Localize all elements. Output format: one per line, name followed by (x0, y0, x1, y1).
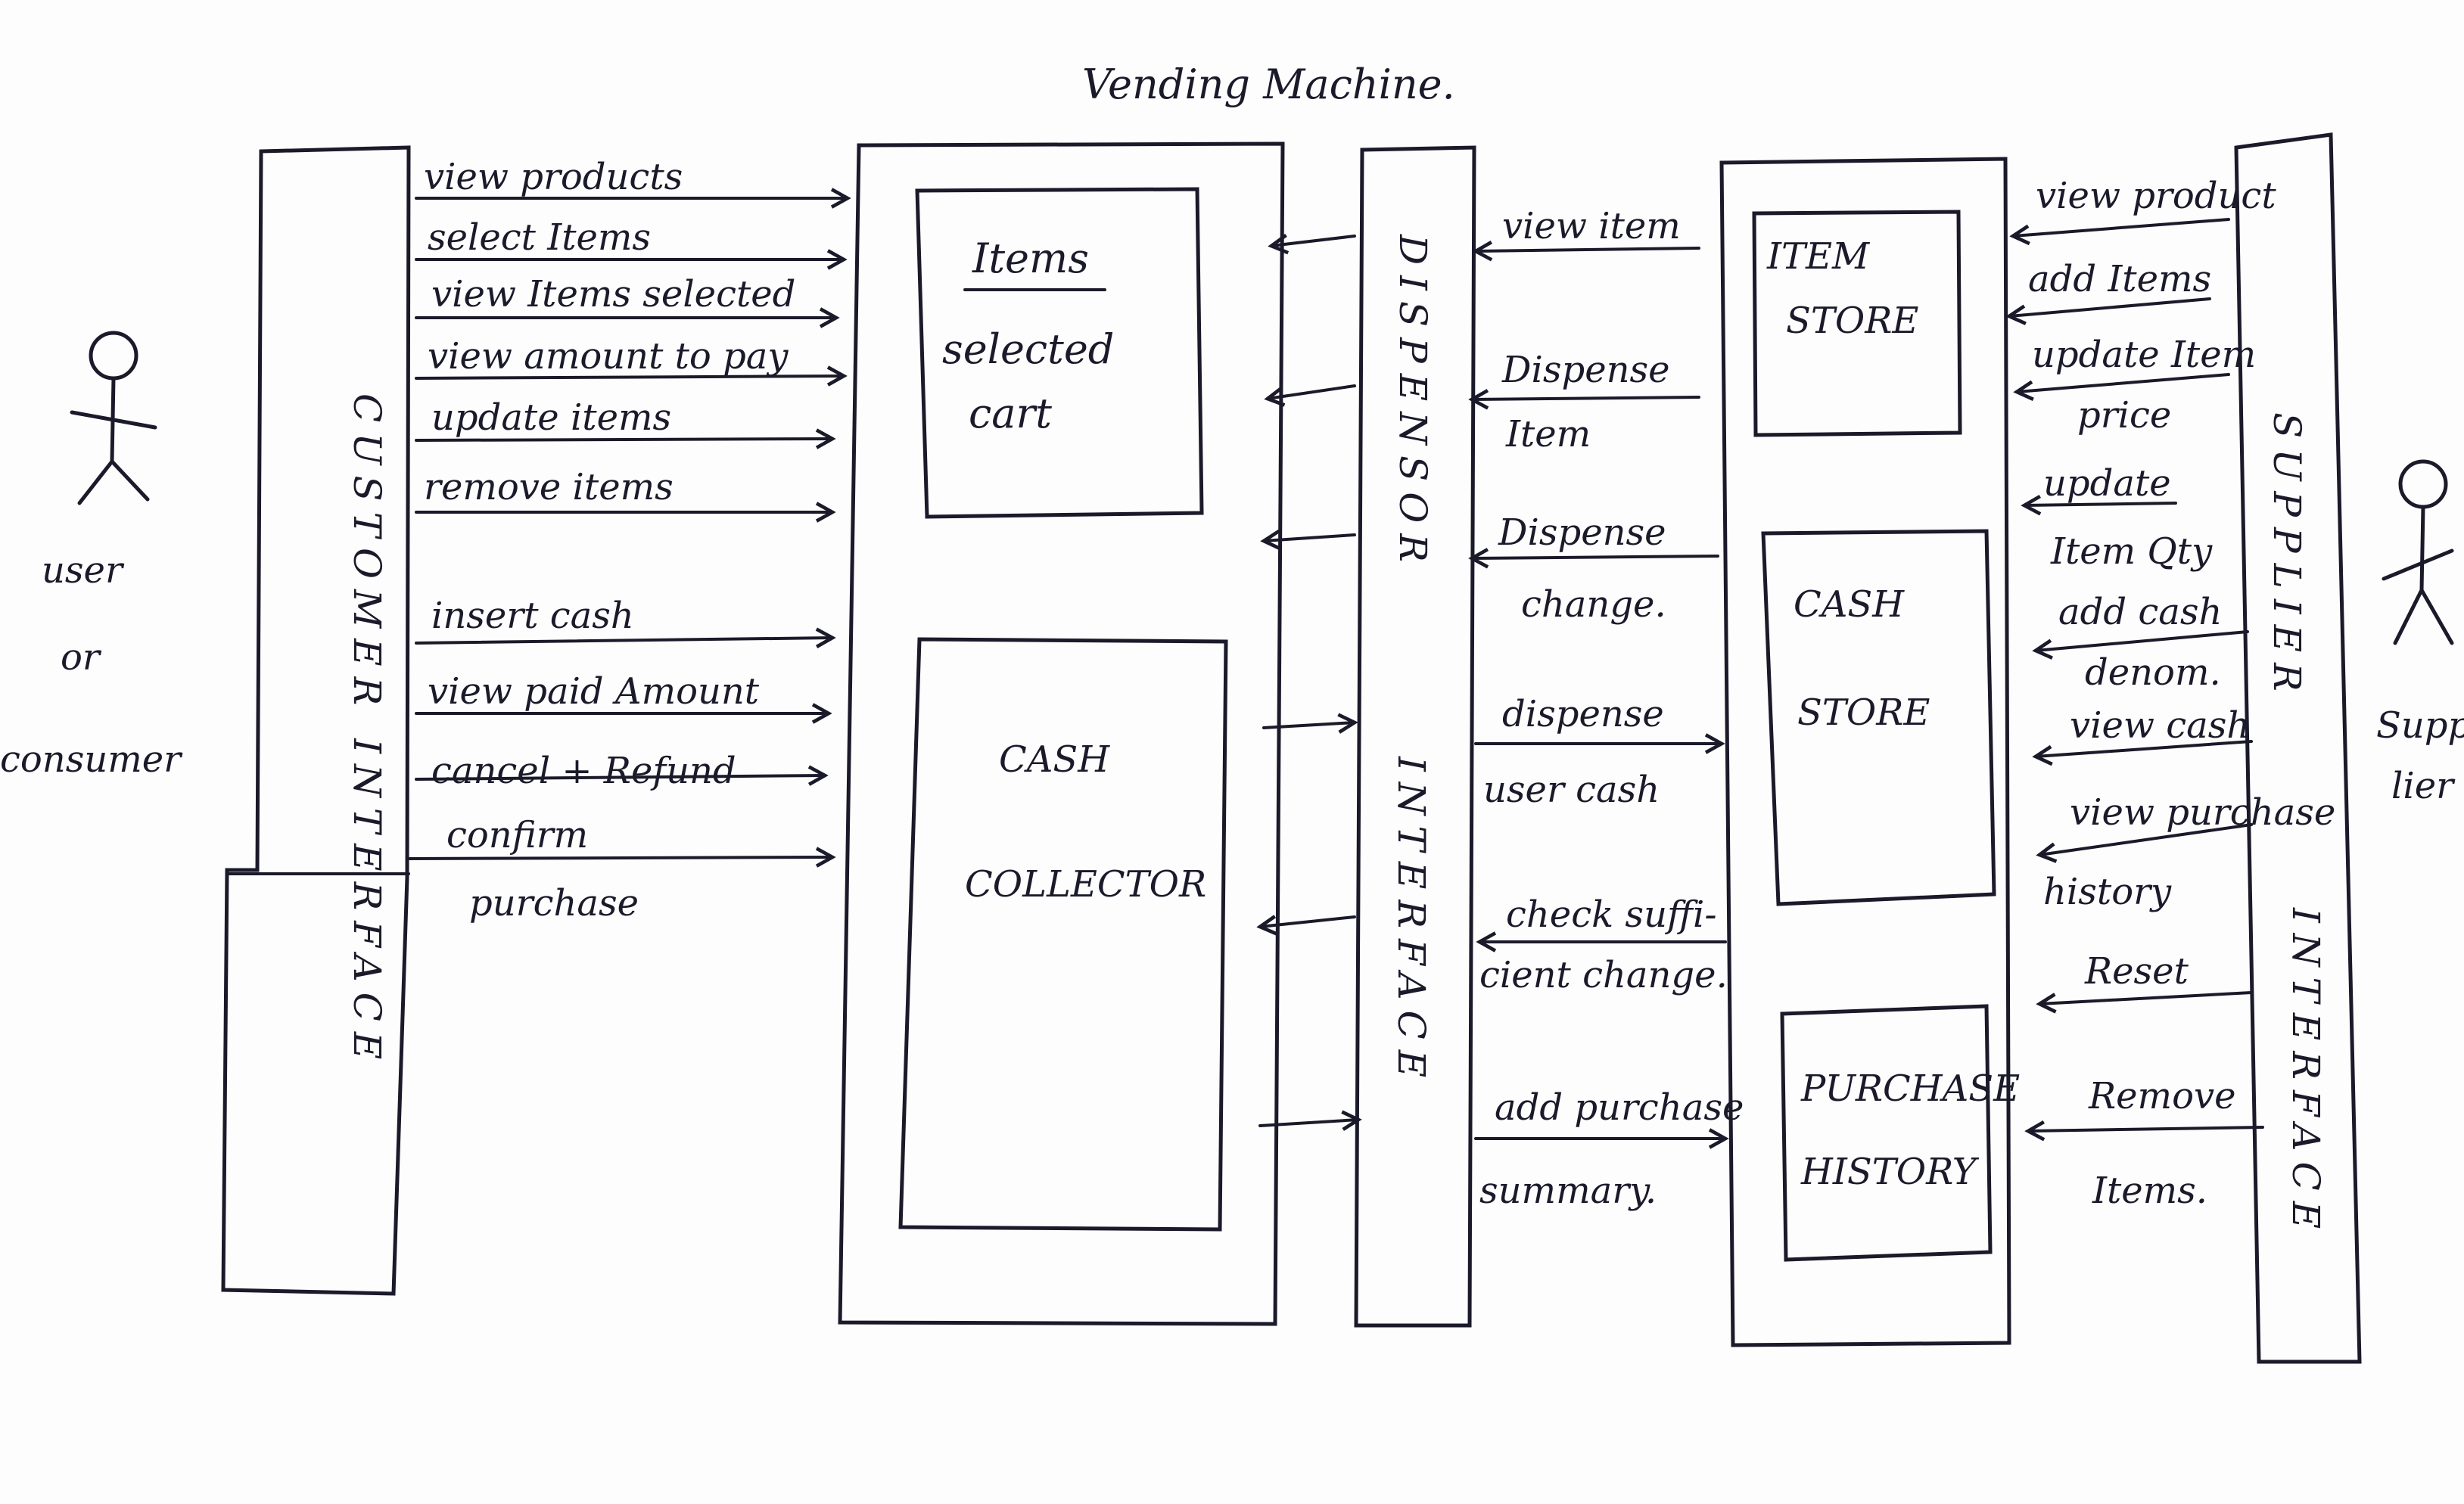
user-label-line1: user (42, 549, 125, 592)
supplier-update-item: update Item (2032, 334, 2256, 376)
supplier-interface-box (2234, 132, 2362, 1364)
user-label-line3: consumer (0, 738, 183, 781)
action-update-items: update items (431, 396, 671, 439)
cash-store-box (1761, 529, 1996, 906)
dispensor-view-item: view item (1502, 205, 1681, 247)
supplier-action-arrows (2009, 218, 2264, 1131)
supplier-add-items: add Items (2028, 258, 2211, 300)
customer-interface-label: CUSTOMER INTERFACE (345, 393, 389, 1070)
action-purchase: purchase (469, 882, 639, 924)
user-label-line2: or (61, 636, 102, 679)
supplier-view-cash: view cash (2070, 704, 2250, 747)
purchase-history-line1: PURCHASE (1800, 1067, 2020, 1110)
dispensor-interface-label: INTERFACE (1389, 756, 1433, 1088)
action-view-amount: view amount to pay (428, 335, 789, 378)
action-confirm: confirm (446, 814, 588, 856)
purchase-history-line2: HISTORY (1800, 1151, 1980, 1193)
supplier-denom: denom. (2085, 651, 2221, 694)
action-insert-cash: insert cash (431, 595, 634, 637)
cash-collector-line2: COLLECTOR (965, 863, 1206, 906)
supplier-item-qty: Item Qty (2050, 530, 2213, 573)
supplier-label: SUPPLIER (2265, 412, 2309, 702)
dispensor-label: DISPENSOR (1391, 234, 1435, 573)
supplier-history: history (2043, 871, 2172, 913)
action-view-items-selected: view Items selected (431, 273, 795, 315)
dispensor-change: change. (1521, 583, 1666, 626)
dispensor-dispense-3: dispense (1502, 693, 1664, 735)
cash-collector-line1: CASH (999, 738, 1110, 781)
customer-interface-box (221, 145, 411, 1296)
action-remove-items: remove items (424, 466, 674, 508)
dispensor-user-cash: user cash (1483, 769, 1660, 811)
supplier-add-cash: add cash (2058, 591, 2222, 633)
supplier-reset: Reset (2084, 950, 2189, 993)
dispensor-dispense-2: Dispense (1498, 511, 1666, 554)
dispensor-check-suffi: check suffi- (1506, 893, 1717, 936)
store-column-box (1719, 157, 2011, 1347)
dispensor-item: Item (1505, 413, 1591, 455)
cash-store-line2: STORE (1797, 691, 1930, 734)
supplier-interface-label: INTERFACE (2284, 907, 2328, 1239)
dispensor-add-purchase: add purchase (1495, 1086, 1744, 1129)
user-actor-icon (70, 331, 157, 505)
items-box-title: Items (972, 235, 1089, 282)
supplier-items: Items. (2092, 1170, 2207, 1212)
dispensor-action-arrows (1472, 248, 1725, 1139)
cash-collector-box (898, 637, 1228, 1232)
dispensor-interface-box (1354, 145, 1476, 1328)
supplier-actor-icon (2382, 459, 2454, 645)
action-view-paid: view paid Amount (428, 670, 760, 713)
core-dispensor-arrows (1260, 236, 1358, 1126)
item-store-line1: ITEM (1766, 235, 1871, 278)
purchase-history-box (1780, 1004, 1993, 1262)
items-box-selected: selected (942, 325, 1114, 373)
dispensor-dispense: Dispense (1501, 349, 1670, 391)
item-store-box (1752, 210, 1962, 437)
supplier-price: price (2077, 394, 2171, 437)
action-select-items: select Items (428, 216, 651, 259)
supplier-view-purchase: view purchase (2070, 791, 2335, 834)
customer-action-arrows (407, 198, 848, 859)
vending-machine-core-box (838, 141, 1285, 1326)
cash-store-line1: CASH (1794, 583, 1905, 626)
dispensor-cient-change: cient change. (1479, 954, 1728, 996)
items-box-cart: cart (969, 390, 1052, 437)
diagram-title: Vending Machine. (1082, 61, 1455, 108)
supplier-view-product: view product (2036, 175, 2276, 217)
item-store-line2: STORE (1786, 300, 1918, 342)
supplier-remove: Remove (2088, 1075, 2235, 1117)
dispensor-summary: summary. (1479, 1170, 1657, 1212)
action-view-products: view products (424, 156, 683, 198)
supplier-actor-line2: lier (2391, 765, 2456, 807)
action-cancel-refund: cancel + Refund (431, 750, 736, 792)
items-selected-cart-box (915, 187, 1204, 519)
supplier-update: update (2043, 462, 2171, 505)
supplier-actor-line1: Supp (2376, 704, 2464, 747)
